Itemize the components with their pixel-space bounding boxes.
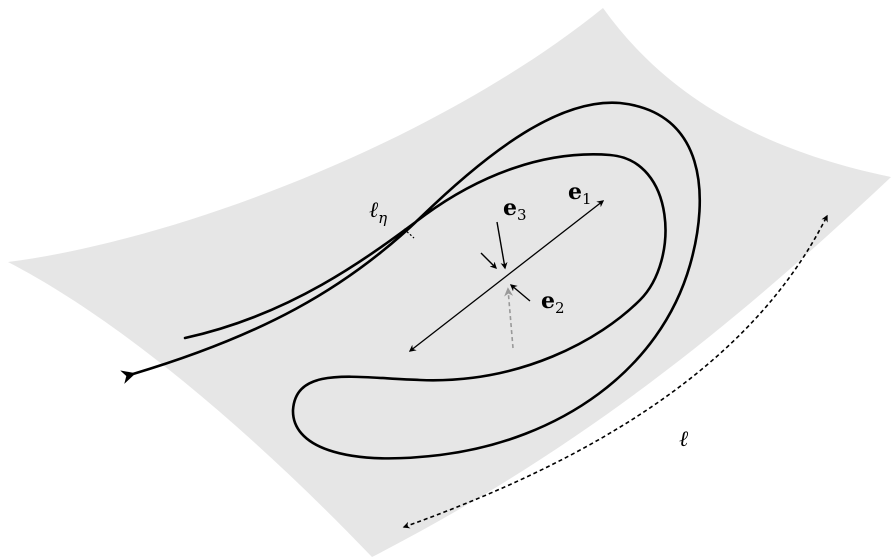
label-e2: e2	[541, 288, 565, 317]
e1-axis-arrow	[408, 200, 605, 352]
e3-arrow	[496, 221, 508, 270]
e3-short-arrow	[480, 252, 497, 269]
label-ell: ℓ	[679, 427, 689, 452]
hidden-normal-arrow	[504, 287, 514, 349]
outer-streamline-arrow	[120, 101, 702, 460]
label-e1: e1	[568, 179, 592, 208]
e2-arrow	[509, 284, 531, 302]
ell-double-arrow	[402, 214, 828, 529]
label-e3: e3	[503, 195, 527, 224]
label-ell-eta: ℓη	[369, 198, 387, 227]
surface-sheet	[8, 8, 891, 557]
